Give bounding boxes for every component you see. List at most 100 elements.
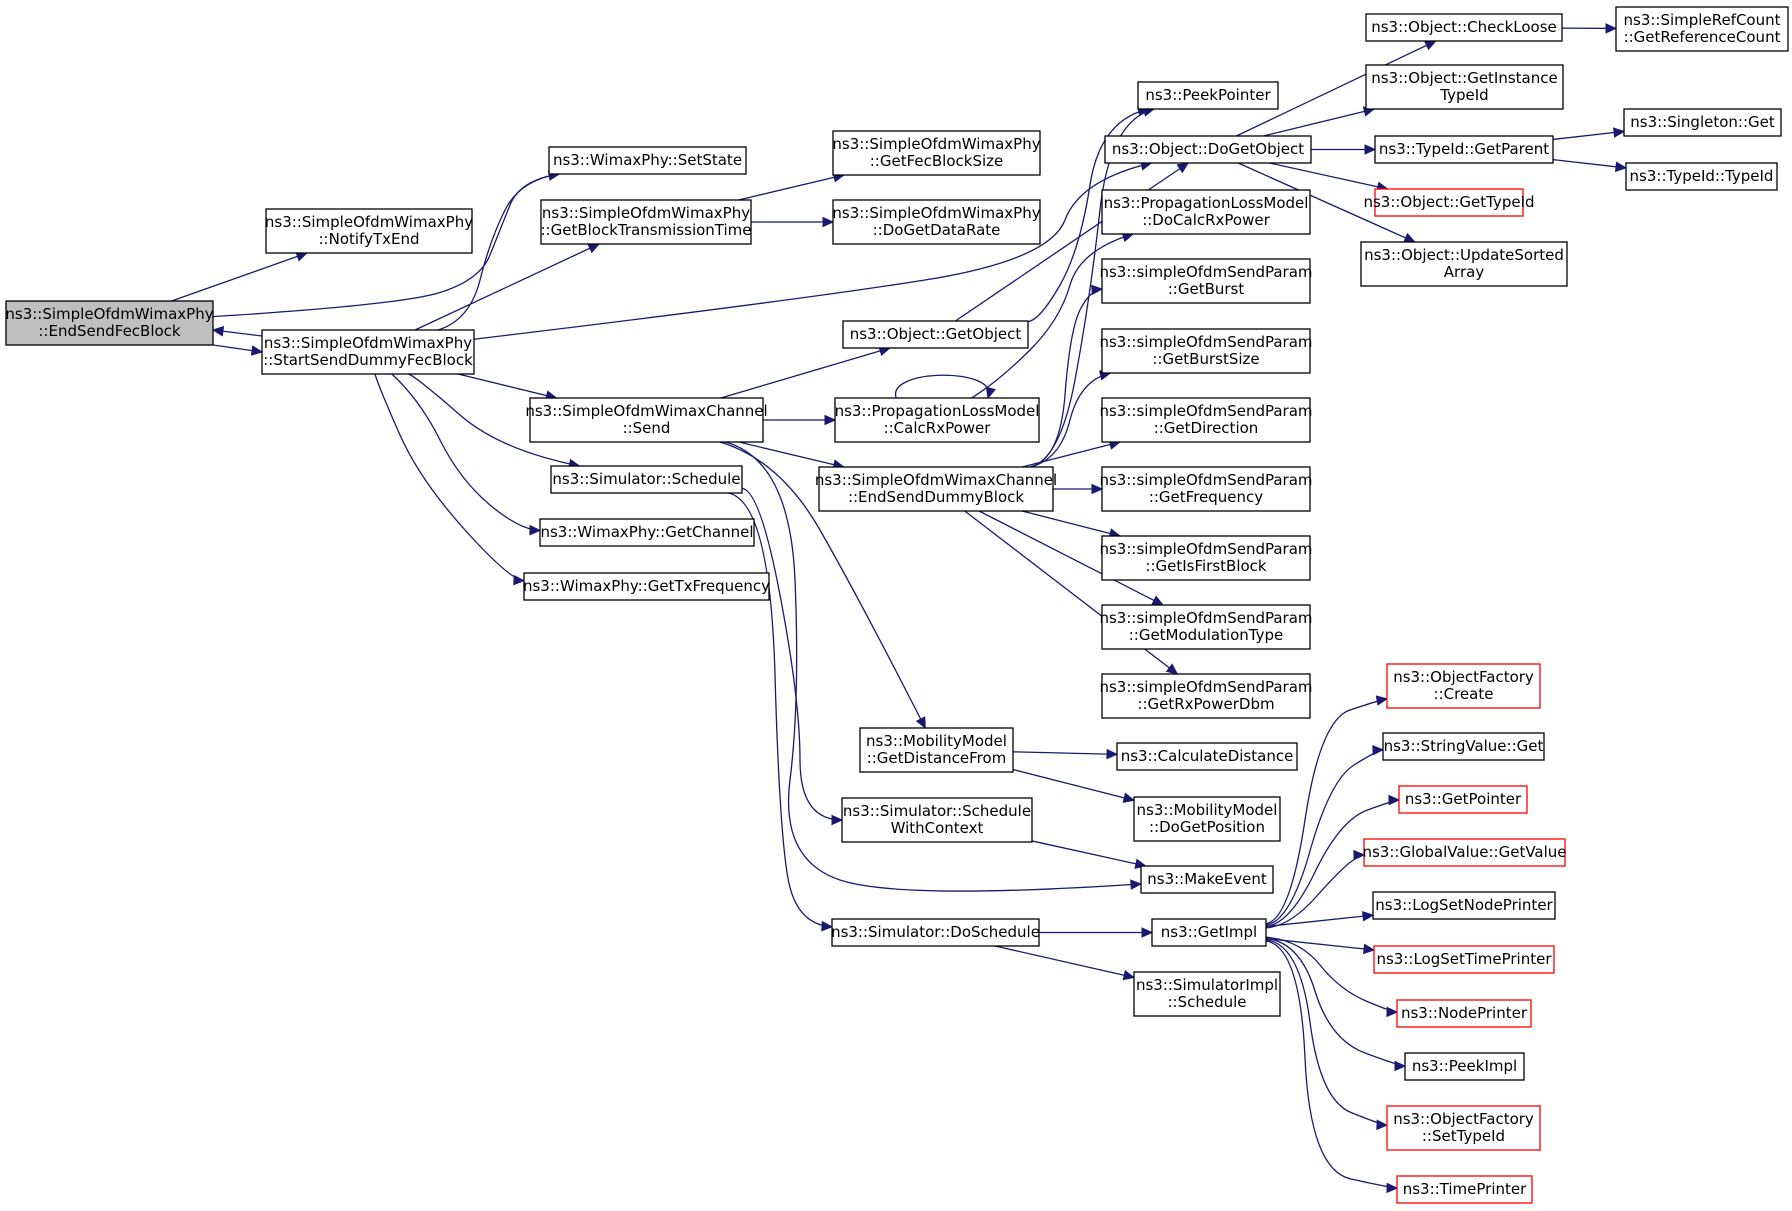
edge-n2-to-n21 bbox=[457, 373, 557, 399]
edge-n2-to-n3 bbox=[437, 173, 560, 331]
graph-node-n18[interactable]: ns3::simpleOfdmSendParam::GetBurst bbox=[1099, 258, 1313, 304]
graph-node-n40[interactable]: ns3::MakeEvent bbox=[1140, 865, 1274, 894]
graph-node-n22[interactable]: ns3::PropagationLossModel::CalcRxPower bbox=[834, 397, 1040, 443]
edge-n2-to-n0-arrow bbox=[211, 326, 225, 337]
graph-node-n44[interactable]: ns3::LogSetTimePrinter bbox=[1373, 945, 1555, 974]
graph-node-n17[interactable]: ns3::PropagationLossModel::DoCalcRxPower bbox=[1101, 189, 1311, 235]
node-label: ns3::SimpleOfdmWimaxPhy bbox=[832, 135, 1040, 153]
edge-n43-to-n46 bbox=[1265, 936, 1398, 1013]
edge-n43-to-n39-arrow bbox=[1353, 849, 1366, 861]
graph-node-n47[interactable]: ns3::PeekImpl bbox=[1404, 1052, 1525, 1081]
node-box bbox=[265, 208, 473, 254]
node-box bbox=[1140, 865, 1274, 894]
graph-node-n23[interactable]: ns3::simpleOfdmSendParam::GetDirection bbox=[1099, 397, 1313, 443]
node-box bbox=[1396, 999, 1532, 1028]
graph-node-n28[interactable]: ns3::simpleOfdmSendParam::GetIsFirstBloc… bbox=[1099, 535, 1313, 581]
graph-node-n9[interactable]: ns3::Object::CheckLoose bbox=[1365, 13, 1563, 42]
edge-n43-to-n49-arrow bbox=[1386, 1182, 1399, 1194]
edge-n43-to-n47-arrow bbox=[1394, 1060, 1407, 1072]
graph-node-n49[interactable]: ns3::TimePrinter bbox=[1396, 1175, 1533, 1204]
graph-node-n43[interactable]: ns3::GetImpl bbox=[1151, 918, 1267, 947]
node-box bbox=[1373, 945, 1555, 974]
node-label: ::GetFecBlockSize bbox=[870, 152, 1003, 170]
node-box bbox=[834, 397, 1040, 443]
graph-node-n35[interactable]: ns3::StringValue::Get bbox=[1382, 732, 1545, 761]
node-label: ns3::Simulator::DoSchedule bbox=[831, 923, 1040, 941]
node-box bbox=[1382, 732, 1545, 761]
node-label: ns3::TypeId::TypeId bbox=[1630, 167, 1774, 185]
graph-node-n39[interactable]: ns3::GlobalValue::GetValue bbox=[1362, 838, 1567, 867]
node-label: ::EndSendDummyBlock bbox=[848, 488, 1024, 506]
node-label: ::GetIsFirstBlock bbox=[1145, 557, 1267, 575]
node-box bbox=[1363, 838, 1566, 867]
graph-node-n45[interactable]: ns3::SimulatorImpl::Schedule bbox=[1133, 971, 1281, 1017]
graph-node-n30[interactable]: ns3::simpleOfdmSendParam::GetModulationT… bbox=[1099, 604, 1313, 650]
graph-node-n13[interactable]: ns3::Singleton::Get bbox=[1623, 108, 1782, 137]
graph-node-n42[interactable]: ns3::Simulator::DoSchedule bbox=[831, 918, 1040, 947]
node-label: ns3::SimpleOfdmWimaxPhy bbox=[5, 305, 213, 323]
edge-n43-to-n41 bbox=[1265, 914, 1374, 928]
node-box bbox=[529, 397, 764, 443]
graph-node-n5[interactable]: ns3::SimpleOfdmWimaxPhy::GetFecBlockSize bbox=[832, 130, 1041, 176]
graph-node-n24[interactable]: ns3::Simulator::Schedule bbox=[550, 465, 743, 494]
graph-node-n25[interactable]: ns3::SimpleOfdmWimaxChannel::EndSendDumm… bbox=[815, 466, 1057, 512]
graph-node-n41[interactable]: ns3::LogSetNodePrinter bbox=[1372, 891, 1556, 920]
node-label: ::GetReferenceCount bbox=[1624, 28, 1781, 46]
graph-node-n31[interactable]: ns3::simpleOfdmSendParam::GetRxPowerDbm bbox=[1099, 673, 1313, 719]
graph-node-n6[interactable]: ns3::SimpleOfdmWimaxPhy::DoGetDataRate bbox=[832, 199, 1041, 245]
edge-n0-to-n3 bbox=[212, 173, 560, 318]
node-box bbox=[1396, 1175, 1533, 1204]
graph-node-n12[interactable]: ns3::TypeId::GetParent bbox=[1374, 135, 1554, 164]
graph-node-n19[interactable]: ns3::Object::GetObject bbox=[842, 320, 1029, 349]
edge-n24-to-n38 bbox=[741, 487, 843, 821]
node-label: ns3::Object::UpdateSorted bbox=[1364, 246, 1564, 264]
node-box bbox=[261, 329, 475, 375]
node-label: ns3::simpleOfdmSendParam bbox=[1099, 540, 1312, 558]
edge-n43-to-n48 bbox=[1265, 939, 1388, 1126]
graph-node-n14[interactable]: ns3::TypeId::TypeId bbox=[1625, 162, 1778, 191]
graph-node-n33[interactable]: ns3::MobilityModel::GetDistanceFrom bbox=[859, 727, 1014, 773]
node-label: ns3::GlobalValue::GetValue bbox=[1362, 843, 1566, 861]
graph-node-n7[interactable]: ns3::PeekPointer bbox=[1137, 81, 1279, 110]
edge-n43-to-n35 bbox=[1265, 749, 1384, 926]
graph-node-n15[interactable]: ns3::Object::GetTypeId bbox=[1363, 188, 1535, 217]
node-box bbox=[1151, 918, 1267, 947]
graph-node-n0[interactable]: ns3::SimpleOfdmWimaxPhy::EndSendFecBlock bbox=[5, 300, 214, 346]
graph-node-n29[interactable]: ns3::WimaxPhy::GetTxFrequency bbox=[523, 572, 770, 601]
graph-node-n2[interactable]: ns3::SimpleOfdmWimaxPhy::StartSendDummyF… bbox=[261, 329, 475, 375]
graph-node-n46[interactable]: ns3::NodePrinter bbox=[1396, 999, 1532, 1028]
graph-node-n26[interactable]: ns3::simpleOfdmSendParam::GetFrequency bbox=[1099, 466, 1313, 512]
node-box bbox=[523, 572, 770, 601]
node-box bbox=[832, 130, 1041, 176]
graph-node-n3[interactable]: ns3::WimaxPhy::SetState bbox=[548, 146, 747, 175]
node-label: ns3::MakeEvent bbox=[1147, 870, 1267, 888]
node-label: ::SetTypeId bbox=[1422, 1127, 1505, 1145]
edge-n42-to-n43-arrow bbox=[1141, 927, 1154, 938]
edge-n8-to-n16 bbox=[1237, 162, 1416, 243]
graph-node-n36[interactable]: ns3::MobilityModel::DoGetPosition bbox=[1133, 796, 1281, 842]
edge-n12-to-n14-arrow bbox=[1614, 161, 1628, 172]
graph-node-n27[interactable]: ns3::WimaxPhy::GetChannel bbox=[539, 518, 755, 547]
graph-node-n48[interactable]: ns3::ObjectFactory::SetTypeId bbox=[1386, 1105, 1541, 1151]
graph-node-n21[interactable]: ns3::SimpleOfdmWimaxChannel::Send bbox=[525, 397, 768, 443]
node-label: ns3::SimpleOfdmWimaxPhy bbox=[264, 334, 472, 352]
edge-n9-to-n10-arrow bbox=[1605, 23, 1618, 34]
edge-n43-to-n32-arrow bbox=[1375, 695, 1389, 706]
graph-node-n10[interactable]: ns3::SimpleRefCount::GetReferenceCount bbox=[1615, 6, 1789, 52]
edge-n2-to-n8 bbox=[473, 162, 1152, 340]
edge-n19-to-n8-arrow bbox=[1176, 162, 1190, 174]
graph-node-n34[interactable]: ns3::CalculateDistance bbox=[1116, 742, 1298, 771]
graph-node-n8[interactable]: ns3::Object::DoGetObject bbox=[1104, 135, 1312, 164]
edge-n25-to-n18-arrow bbox=[1091, 284, 1104, 296]
graph-node-n20[interactable]: ns3::simpleOfdmSendParam::GetBurstSize bbox=[1099, 328, 1313, 374]
node-label: ns3::simpleOfdmSendParam bbox=[1099, 263, 1312, 281]
edge-n25-to-n30-arrow bbox=[1151, 595, 1165, 606]
node-box bbox=[1133, 796, 1281, 842]
graph-node-n4[interactable]: ns3::SimpleOfdmWimaxPhy::GetBlockTransmi… bbox=[540, 199, 752, 245]
graph-node-n1[interactable]: ns3::SimpleOfdmWimaxPhy::NotifyTxEnd bbox=[265, 208, 473, 254]
graph-node-n32[interactable]: ns3::ObjectFactory::Create bbox=[1386, 663, 1541, 709]
graph-node-n37[interactable]: ns3::GetPointer bbox=[1398, 785, 1528, 814]
